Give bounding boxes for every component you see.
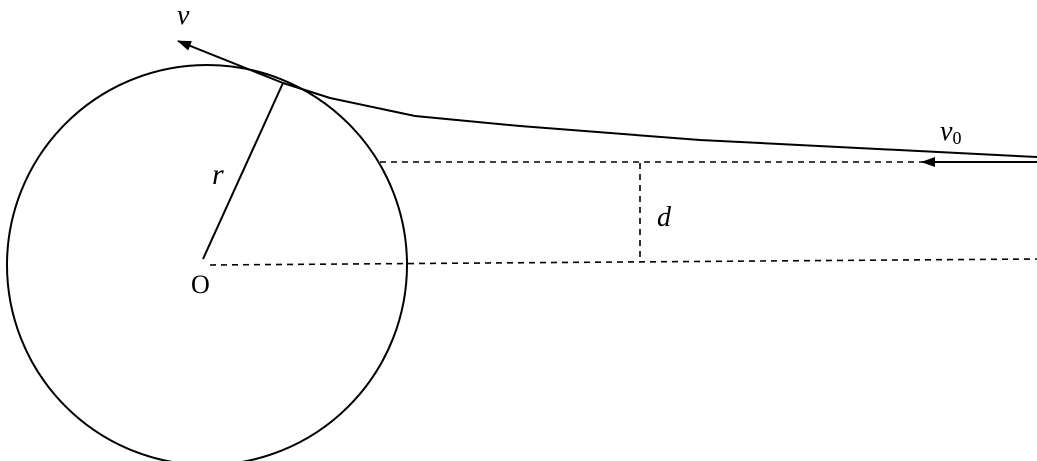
radius-line bbox=[202, 82, 284, 260]
final-velocity-label: v bbox=[177, 0, 190, 31]
impact-parameter-label: d bbox=[657, 202, 671, 233]
planet-circle bbox=[6, 64, 408, 461]
initial-velocity-label-subscript: 0 bbox=[952, 128, 962, 148]
radius-label: r bbox=[212, 158, 224, 191]
trajectory-path bbox=[282, 82, 1037, 158]
center-axis-dashed bbox=[209, 258, 1037, 266]
initial-velocity-label: v0 bbox=[940, 116, 962, 148]
final-velocity-arrow bbox=[177, 40, 284, 84]
initial-velocity-label-main: v bbox=[940, 116, 953, 147]
center-point-label: O bbox=[191, 270, 210, 299]
